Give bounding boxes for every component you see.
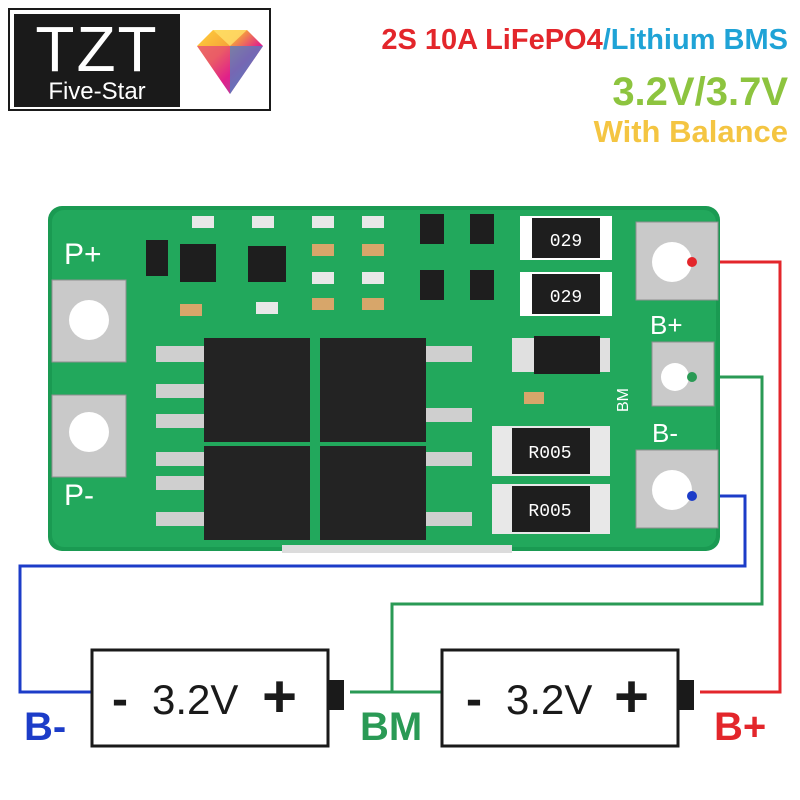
mosfet-group (156, 338, 472, 540)
battery-1-voltage: 3.2V (152, 676, 239, 723)
diamond-icon (197, 30, 263, 94)
battery-1-minus: - (112, 673, 128, 726)
silk-b-plus: B+ (650, 310, 683, 340)
silk-b-minus: B- (652, 418, 678, 448)
silk-p-plus: P+ (64, 238, 102, 271)
brand-logo: TZT Five-Star (8, 8, 271, 111)
logo-sub-text: Five-Star (48, 78, 146, 105)
title-part-lifepo4: 2S 10A LiFePO4 (381, 24, 603, 56)
resistor-label-top1: 029 (550, 232, 582, 252)
red-wire (692, 260, 782, 694)
battery-1-plus: + (262, 663, 298, 730)
b-minus-dot (687, 491, 697, 501)
battery-2 (440, 648, 694, 748)
title-part-lithium: /Lithium BMS (602, 24, 788, 56)
battery-2-minus: - (466, 673, 482, 726)
voltage-title: 3.2V/3.7V (612, 70, 788, 114)
balance-title: With Balance (593, 114, 788, 149)
logo-main-text: TZT (35, 13, 159, 85)
green-wire-top (390, 375, 764, 692)
product-title: 2S 10A LiFePO4/Lithium BMS (381, 24, 788, 57)
logo-block: TZT Five-Star (14, 14, 180, 107)
battery-2-plus: + (614, 663, 650, 730)
silk-bm: BM (615, 388, 632, 412)
blue-wire (18, 494, 747, 694)
resistor-label-top2: 029 (550, 288, 582, 308)
label-b-plus: B+ (714, 705, 767, 749)
label-b-minus: B- (24, 705, 67, 749)
bm-dot (687, 372, 697, 382)
label-bm: BM (360, 705, 423, 749)
silk-p-minus: P- (64, 479, 94, 512)
pcb-board: 029 029 R005 R005 P+ (48, 206, 720, 553)
b-plus-dot (687, 257, 697, 267)
resistor-label-bottom2: R005 (528, 502, 571, 522)
battery-2-voltage: 3.2V (506, 676, 593, 723)
battery-1 (90, 648, 344, 748)
resistor-label-bottom1: R005 (528, 444, 571, 464)
